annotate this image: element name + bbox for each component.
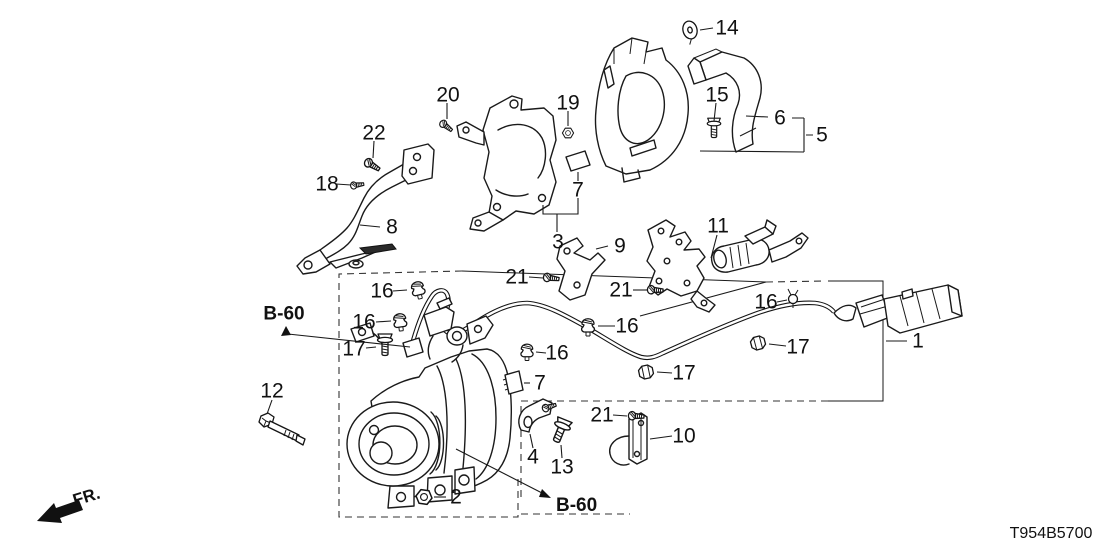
bracket-8 [296, 143, 435, 275]
callout-20[interactable]: 20 [436, 84, 459, 107]
callout-21c[interactable]: 21 [590, 404, 613, 427]
clip-17-c [748, 334, 768, 352]
callout-17a[interactable]: 17 [342, 338, 365, 361]
leader-lines [266, 27, 907, 498]
grommet-16-a [409, 279, 428, 301]
callout-2[interactable]: 2 [450, 486, 462, 509]
callout-4[interactable]: 4 [527, 446, 539, 469]
bracket-4 [518, 398, 558, 433]
callout-6[interactable]: 6 [774, 107, 786, 130]
callout-5[interactable]: 5 [816, 124, 828, 147]
label-7-lower [502, 370, 524, 395]
callout-19[interactable]: 19 [556, 92, 579, 115]
callout-21b[interactable]: 21 [609, 279, 632, 302]
bolt-12 [258, 412, 306, 446]
callout-11[interactable]: 11 [707, 215, 729, 238]
callout-16b[interactable]: 16 [352, 311, 375, 334]
fr-label: FR. [71, 484, 103, 510]
callout-21a[interactable]: 21 [505, 266, 528, 289]
callout-16a[interactable]: 16 [370, 280, 393, 303]
bracket-11 [646, 219, 809, 313]
bolt-18 [349, 179, 365, 190]
callout-8[interactable]: 8 [386, 216, 398, 239]
callout-10[interactable]: 10 [672, 425, 695, 448]
callout-16c[interactable]: 16 [615, 315, 638, 338]
compressor-feet [387, 466, 476, 509]
callout-22[interactable]: 22 [362, 122, 385, 145]
grommet-16-c [580, 318, 596, 337]
bracket-10 [609, 412, 648, 466]
callout-16d[interactable]: 16 [754, 291, 777, 314]
projection-lines [338, 270, 884, 518]
callout-1[interactable]: 1 [912, 330, 924, 353]
b60-upper-label[interactable]: B-60 [263, 304, 304, 325]
fr-indicator: FR. [37, 484, 102, 523]
callout-12[interactable]: 12 [260, 380, 283, 403]
clamp-ring-5 [594, 37, 689, 183]
callout-14[interactable]: 14 [715, 17, 739, 40]
compressor [346, 297, 513, 509]
harness-connector [833, 284, 963, 334]
callouts: 14 20 19 15 6 5 22 18 7 8 3 9 11 21 21 1… [260, 17, 924, 509]
callout-7b[interactable]: 7 [534, 372, 546, 395]
b60-lower-ref[interactable]: B-60 [455, 448, 597, 516]
compressor-clutch [346, 401, 445, 487]
bolt-13 [547, 415, 574, 446]
callout-17b[interactable]: 17 [672, 362, 695, 385]
fr-arrow-icon [37, 500, 83, 523]
callout-13[interactable]: 13 [550, 456, 573, 479]
washer-14 [682, 20, 698, 45]
bolt-15 [706, 117, 722, 139]
callout-18[interactable]: 18 [315, 173, 338, 196]
arm-6 [687, 48, 762, 153]
callout-9[interactable]: 9 [614, 235, 626, 258]
b60-lower-arrowhead [539, 489, 551, 498]
bolt-22 [362, 156, 383, 174]
grommet-16-b [392, 312, 409, 333]
callout-7a[interactable]: 7 [572, 179, 584, 202]
bracket-9 [556, 237, 606, 301]
bracket-3 [456, 95, 557, 232]
grommet-16-e [520, 343, 534, 362]
bolt-20 [437, 118, 455, 134]
b60-upper-arrowhead [281, 326, 291, 336]
compressor-solenoid [350, 297, 494, 363]
b60-lower-label[interactable]: B-60 [556, 495, 597, 516]
label-7-upper [565, 150, 591, 172]
callout-15[interactable]: 15 [705, 84, 728, 107]
diagram-code: T954B5700 [1010, 525, 1093, 542]
nut-19 [561, 127, 575, 139]
callout-3[interactable]: 3 [552, 231, 564, 254]
callout-16e[interactable]: 16 [545, 342, 568, 365]
b60-upper-ref[interactable]: B-60 [263, 304, 411, 348]
wire-harness-1 [410, 284, 963, 361]
callout-17c[interactable]: 17 [786, 336, 809, 359]
clip-17-b [637, 363, 655, 381]
